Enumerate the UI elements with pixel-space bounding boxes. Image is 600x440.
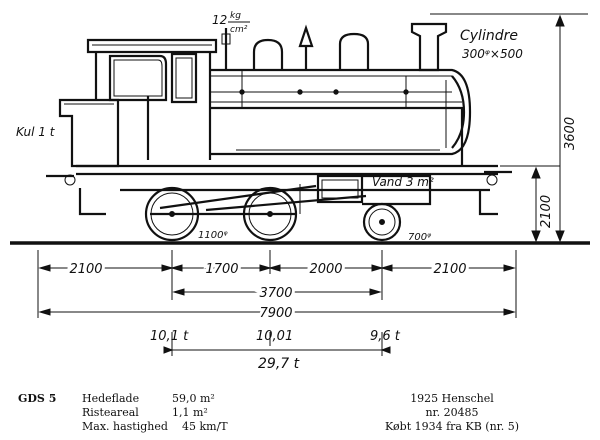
builder-info: 1925 Henschel <box>410 392 494 405</box>
pressure-unit-den: cm² <box>230 25 248 35</box>
grate-label: Risteareal <box>82 406 139 419</box>
acquisition-info: Købt 1934 fra KB (nr. 5) <box>385 420 519 433</box>
works-number: nr. 20485 <box>425 406 478 419</box>
cylinder-size: 300ᵠ×500 <box>462 47 523 61</box>
axle1-weight: 10,1 t <box>150 329 189 344</box>
pressure-value: 12 <box>212 13 227 27</box>
trailing-wheel-diameter: 700ᵠ <box>408 232 432 243</box>
pressure-unit-num: kg <box>230 11 241 21</box>
axle-weight-lines <box>163 332 391 356</box>
locomotive-outline <box>46 22 512 216</box>
height-side-label: 2100 <box>539 195 554 228</box>
length-seg1: 2100 <box>69 262 102 277</box>
heating-value: 59,0 m² <box>172 392 215 405</box>
axle3-weight: 9,6 t <box>370 329 401 344</box>
speed-label: Max. hastighed <box>82 420 168 433</box>
heating-label: Hedeflade <box>82 392 139 405</box>
designation: GDS 5 <box>18 392 56 405</box>
axle2-weight: 10,01 <box>256 329 293 344</box>
water-capacity: Vand 3 m² <box>372 175 434 189</box>
length-dimensions <box>37 250 517 318</box>
coupled-wheels <box>144 186 298 242</box>
length-seg4: 2100 <box>433 262 466 277</box>
height-dimensions <box>430 13 588 243</box>
trailing-wheel <box>362 202 402 242</box>
speed-value: 45 km/T <box>182 420 228 433</box>
length-seg2: 1700 <box>205 262 238 277</box>
grate-value: 1,1 m² <box>172 406 208 419</box>
drive-wheel-diameter: 1100ᵠ <box>198 230 228 241</box>
wheelbase-label: 3700 <box>259 286 292 301</box>
cylinder-title: Cylindre <box>460 28 518 44</box>
height-total-label: 3600 <box>563 117 578 150</box>
coal-capacity: Kul 1 t <box>16 125 56 139</box>
length-seg3: 2000 <box>309 262 342 277</box>
length-total-label: 7900 <box>259 306 292 321</box>
total-weight: 29,7 t <box>258 356 300 372</box>
